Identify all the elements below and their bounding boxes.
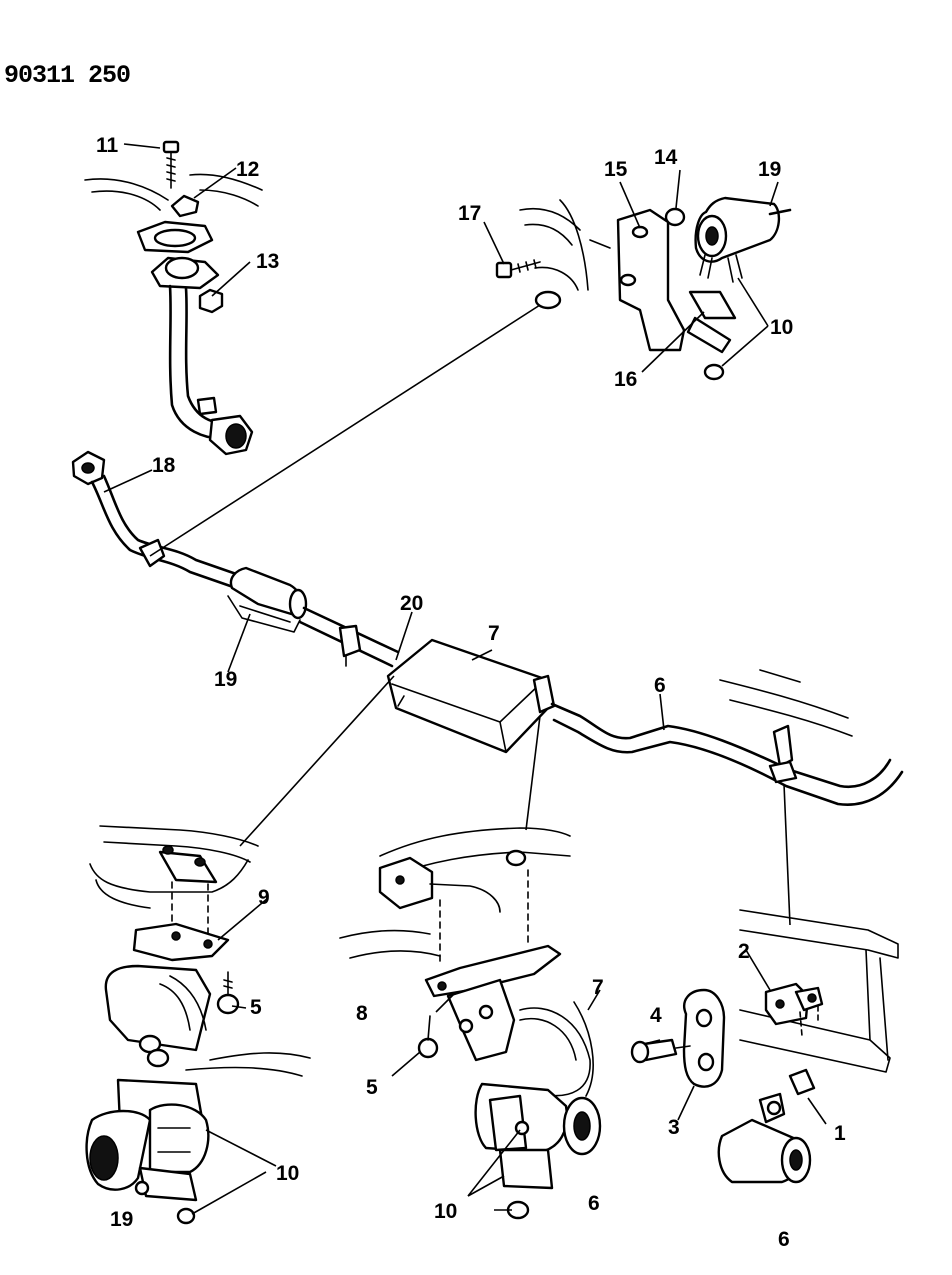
callout-5-middle: 5: [366, 1076, 378, 1099]
callout-2: 2: [738, 940, 750, 963]
callout-20: 20: [400, 592, 423, 615]
detail-hanger: [630, 909, 899, 1184]
callout-8: 8: [356, 1002, 368, 1025]
callout-6-tailpipe: 6: [654, 674, 666, 697]
callout-1: 1: [834, 1122, 846, 1145]
bracket-12: [170, 194, 200, 218]
callouts: 11 12 13 14 15 17 19 10 16 18 19 20 7 6 …: [96, 134, 846, 1251]
callout-13: 13: [256, 250, 279, 273]
callout-19-top: 19: [758, 158, 781, 181]
leader-pipe-to-bracket-9: [239, 675, 395, 847]
leader-muffler-to-bracket-8: [525, 715, 541, 831]
callout-18: 18: [152, 454, 176, 477]
muffler-7: [386, 638, 556, 754]
drawing-number: 90311 250: [4, 61, 130, 90]
bolt-11: [162, 140, 180, 189]
callout-10-middle: 10: [434, 1200, 457, 1223]
catalytic-converter-19: [227, 566, 308, 633]
callout-19-left: 19: [110, 1208, 133, 1231]
callout-6-middle: 6: [588, 1192, 600, 1215]
callout-10-top: 10: [770, 316, 793, 339]
detail-bracket-8: [339, 827, 602, 1220]
nut-14: [664, 207, 686, 227]
callout-3: 3: [668, 1116, 680, 1139]
callout-7-detail: 7: [592, 976, 604, 999]
callout-12: 12: [236, 158, 259, 181]
manifold-flange-assembly: [84, 173, 263, 456]
muffler-outline-7: [573, 1001, 594, 1097]
callout-17: 17: [458, 202, 481, 225]
bolt-5-left: [216, 971, 240, 1015]
callout-9: 9: [258, 886, 270, 909]
nut-13: [198, 288, 224, 314]
callout-7-muffler: 7: [488, 622, 500, 645]
converter-top: [694, 196, 792, 283]
leader-tailpipe-to-hanger: [783, 783, 791, 926]
callout-4: 4: [650, 1004, 662, 1027]
callout-10-left: 10: [276, 1162, 299, 1185]
callout-11: 11: [96, 134, 119, 157]
callout-19-converter: 19: [214, 668, 237, 691]
heat-shield-bracket-assembly: [519, 199, 737, 381]
callout-leaders: [103, 143, 827, 1215]
callout-5-left: 5: [250, 996, 262, 1019]
callout-14: 14: [654, 146, 678, 169]
callout-6-right: 6: [778, 1228, 790, 1251]
callout-15: 15: [604, 158, 628, 181]
bolt-5-middle: [417, 1015, 439, 1059]
detail-bracket-9: [85, 825, 311, 1225]
leader-converter-to-bracket: [149, 304, 541, 557]
exhaust-pipe-18: [71, 450, 244, 590]
callout-16: 16: [614, 368, 637, 391]
tailpipe-6: [550, 669, 904, 806]
intermediate-pipe-20: [298, 606, 400, 668]
